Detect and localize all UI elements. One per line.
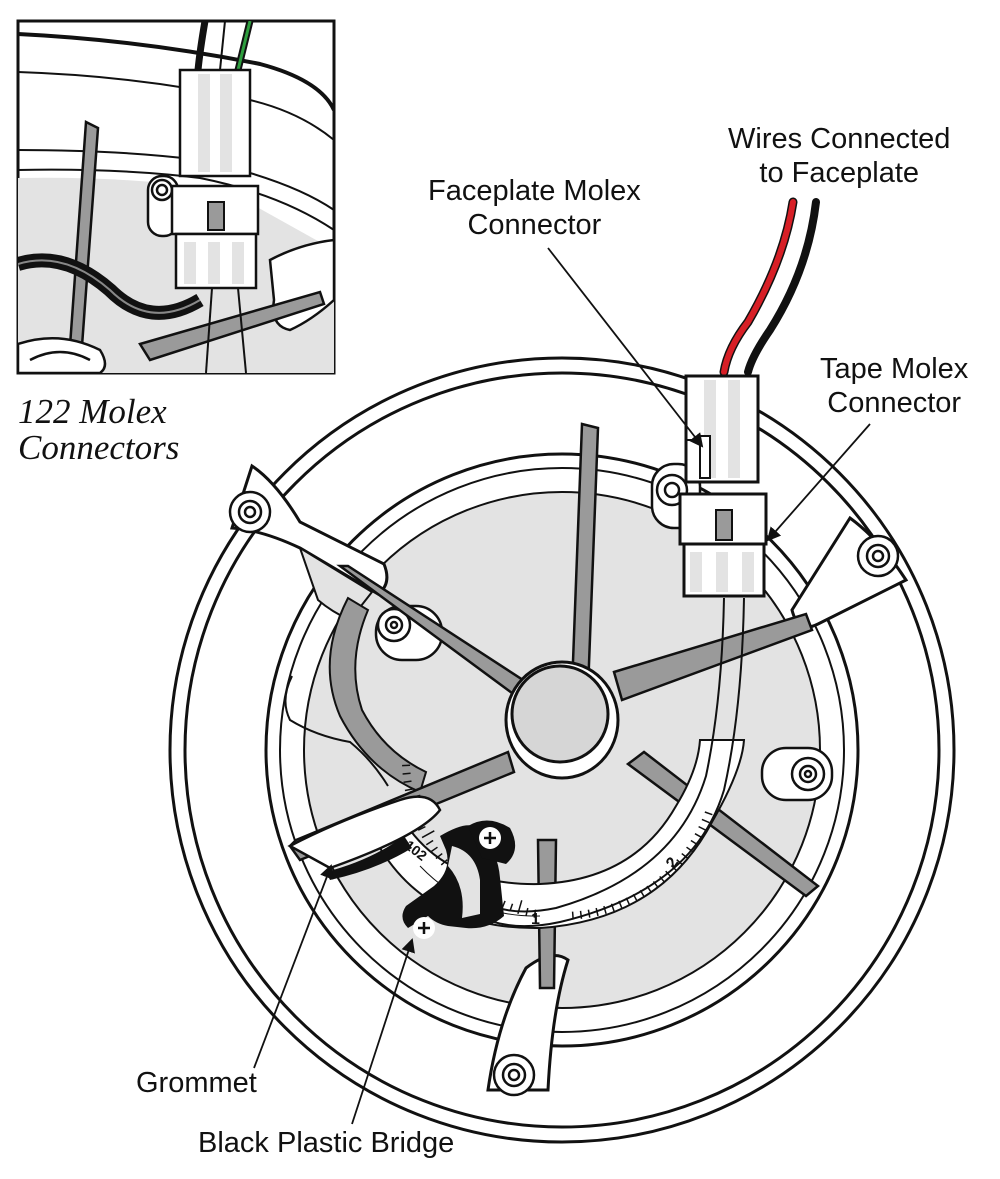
grommet-leader: [253, 864, 334, 1069]
black-wire: [744, 198, 820, 376]
wires-label-line2: to Faceplate: [759, 157, 920, 189]
grommet-label: Grommet: [136, 1067, 257, 1099]
inset-detail: [18, 21, 334, 373]
inset-caption: 122 Molex Connectors: [18, 394, 179, 466]
dust-cap: [504, 660, 620, 780]
grommet: [287, 795, 442, 880]
tape-tick: [440, 859, 448, 866]
tape-label-line1: Tape Molex: [820, 353, 969, 385]
wires-label: Wires Connected to Faceplate: [728, 122, 950, 190]
faceplate-wires: [719, 197, 820, 377]
faceplate-label-line1: Faceplate Molex: [428, 175, 641, 207]
tape-molex-connector: [678, 492, 768, 598]
tape-tick: [403, 780, 412, 784]
leader-lines: [253, 247, 871, 1125]
tape-tick: [701, 818, 710, 824]
wires-label-line1: Wires Connected: [728, 123, 951, 155]
tape-tick: [417, 825, 426, 831]
tape-tick: [404, 788, 413, 792]
tape-tick: [579, 910, 583, 919]
screw-right: [856, 534, 900, 578]
screw-bottom: [492, 1053, 536, 1097]
tape-tick: [430, 846, 438, 853]
tape-tick: [421, 830, 435, 839]
tape-label-line2: Connector: [827, 387, 962, 419]
tape-tick: [435, 852, 443, 860]
tape-molex-label: Tape Molex Connector: [820, 352, 968, 420]
post-right: [760, 746, 834, 802]
tape-tick: [425, 839, 434, 846]
tape-tick: [402, 772, 411, 775]
bridge-leader: [351, 938, 415, 1125]
tape-mark-1: 1: [531, 911, 540, 928]
inset-caption-line1: 122 Molex: [18, 392, 167, 431]
tape-tick: [665, 870, 672, 878]
tape-tick: [603, 905, 607, 915]
screw-top-left: [228, 490, 272, 534]
faceplate-label-line2: Connector: [467, 209, 602, 241]
tape-tick: [698, 825, 707, 831]
tape-leader: [766, 423, 871, 542]
faceplate-leader: [547, 247, 704, 448]
faceplate-molex-label: Faceplate Molex Connector: [428, 174, 641, 242]
tape-lead-wires: [449, 597, 745, 928]
black-plastic-bridge: [402, 820, 516, 939]
surround-fold: [284, 675, 389, 787]
tape-tick: [704, 811, 713, 816]
bridge-label: Black Plastic Bridge: [198, 1127, 455, 1159]
inset-caption-line2: Connectors: [18, 428, 180, 467]
faceplate-molex-connector: [684, 374, 760, 484]
